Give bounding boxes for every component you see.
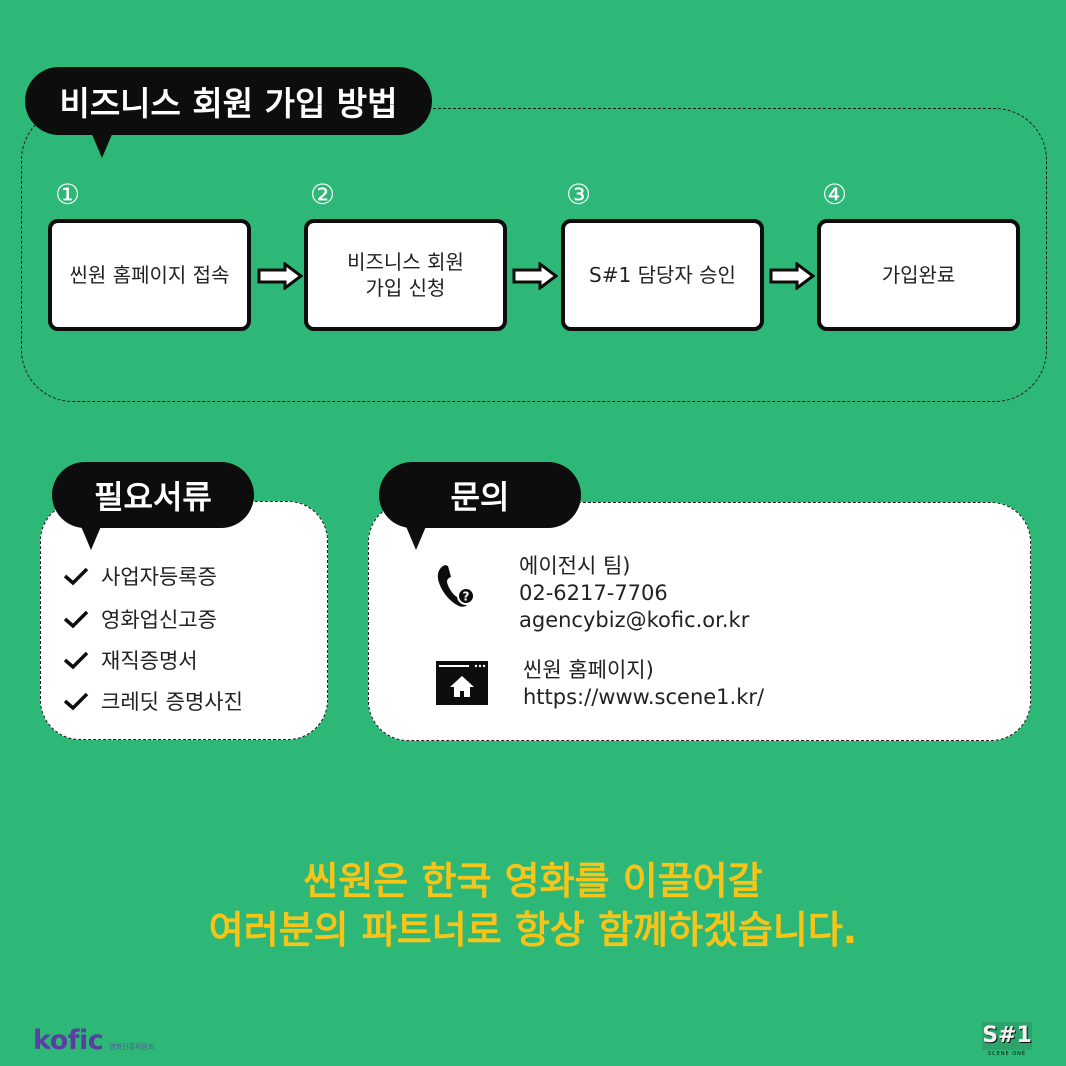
tagline-line-1: 씬원은 한국 영화를 이끌어갈 xyxy=(303,859,763,903)
step-2-label: 비즈니스 회원 가입 신청 xyxy=(347,250,464,300)
phone-icon: ? xyxy=(437,565,475,607)
document-item-label: 재직증명서 xyxy=(101,649,198,673)
arrow-right-icon xyxy=(769,262,815,290)
scene-one-logo-subtext: SCENE ONE xyxy=(987,1051,1027,1057)
contact-email: agencybiz@kofic.or.kr xyxy=(519,608,750,632)
homepage-url[interactable]: https://www.scene1.kr/ xyxy=(523,685,765,709)
web-contact-info: 씬원 홈페이지) https://www.scene1.kr/ xyxy=(523,657,764,711)
arrow-right-icon xyxy=(257,262,303,290)
arrow-right-icon xyxy=(512,262,558,290)
step-1-label: 씬원 홈페이지 접속 xyxy=(69,263,230,287)
checkmark-icon xyxy=(63,567,89,586)
signup-steps-frame xyxy=(21,108,1047,402)
step-2-box: 비즈니스 회원 가입 신청 xyxy=(304,219,507,331)
contact-team: 에이전시 팀) xyxy=(519,554,631,578)
home-page-icon xyxy=(436,661,488,705)
tagline-line-2: 여러분의 파트너로 항상 함께하겠습니다. xyxy=(208,908,858,952)
document-item: 재직증명서 xyxy=(63,645,198,675)
kofic-logo-wordmark: kofic xyxy=(33,1025,104,1056)
signup-title-bubble-tail xyxy=(91,132,113,158)
step-3-box: S#1 담당자 승인 xyxy=(561,219,764,331)
document-item: 크레딧 증명사진 xyxy=(63,686,243,716)
step-1-number: ① xyxy=(55,178,81,211)
step-4-box: 가입완료 xyxy=(817,219,1020,331)
contact-title-bubble: 문의 xyxy=(379,462,581,528)
signup-title-bubble: 비즈니스 회원 가입 방법 xyxy=(25,67,432,135)
document-item: 사업자등록증 xyxy=(63,561,217,591)
document-item-label: 사업자등록증 xyxy=(101,565,217,589)
phone-contact-info: 에이전시 팀) 02-6217-7706 agencybiz@kofic.or.… xyxy=(519,553,749,634)
svg-text:?: ? xyxy=(463,590,470,604)
step-4-label: 가입완료 xyxy=(881,263,956,287)
kofic-logo: kofic 영화진흥위원회 xyxy=(33,1025,154,1056)
checkmark-icon xyxy=(63,610,89,629)
checkmark-icon xyxy=(63,692,89,711)
documents-title-bubble-tail xyxy=(80,524,102,550)
step-3-number: ③ xyxy=(566,178,592,211)
contact-title-bubble-tail xyxy=(405,524,427,550)
checkmark-icon xyxy=(63,651,89,670)
document-item-label: 영화업신고증 xyxy=(101,608,217,632)
scene-one-logo: S#1 SCENE ONE xyxy=(982,1022,1032,1060)
step-3-label: S#1 담당자 승인 xyxy=(589,263,736,287)
step-1-box: 씬원 홈페이지 접속 xyxy=(48,219,251,331)
homepage-label: 씬원 홈페이지) xyxy=(523,658,654,682)
step-2-number: ② xyxy=(310,178,336,211)
document-item-label: 크레딧 증명사진 xyxy=(101,690,243,714)
documents-title-bubble: 필요서류 xyxy=(52,462,254,528)
step-4-number: ④ xyxy=(822,178,848,211)
scene-one-logo-wordmark: S#1 xyxy=(982,1023,1032,1048)
documents-title: 필요서류 xyxy=(94,478,212,516)
kofic-logo-subtext: 영화진흥위원회 xyxy=(109,1043,155,1051)
contact-phone-number: 02-6217-7706 xyxy=(519,581,668,605)
scene-one-logo-mark xyxy=(982,1022,1032,1050)
signup-title: 비즈니스 회원 가입 방법 xyxy=(59,84,398,123)
document-item: 영화업신고증 xyxy=(63,604,217,634)
contact-title: 문의 xyxy=(450,478,510,516)
